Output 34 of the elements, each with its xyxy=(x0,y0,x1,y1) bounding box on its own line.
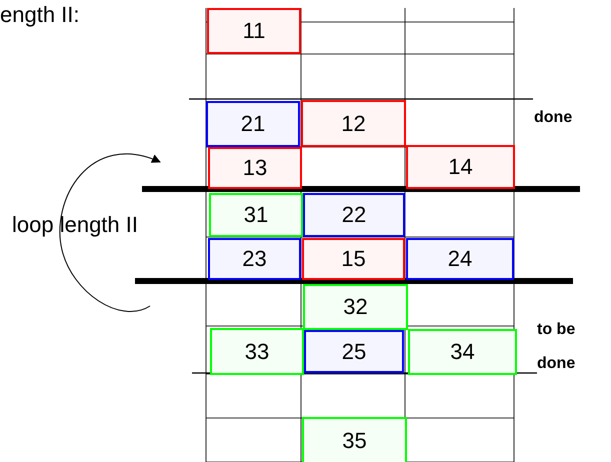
cell-number: 22 xyxy=(342,202,366,228)
number-cell xyxy=(406,145,515,189)
number-cell xyxy=(209,193,303,237)
cell-number: 33 xyxy=(244,338,270,364)
number-cell xyxy=(304,330,404,373)
cell-number: 35 xyxy=(342,428,367,454)
cell-number: 15 xyxy=(341,246,366,272)
number-cell xyxy=(302,417,407,462)
number-cell xyxy=(406,238,514,280)
number-cell xyxy=(207,8,301,54)
note-text: done xyxy=(534,108,574,128)
number-cell xyxy=(301,100,406,147)
note-text: loop length II xyxy=(12,212,139,238)
number-cell xyxy=(303,284,408,330)
number-cell xyxy=(208,147,302,189)
cell-number: 14 xyxy=(448,154,473,180)
cell-number: 24 xyxy=(448,246,472,272)
number-cell xyxy=(303,193,405,237)
cell-number: 13 xyxy=(242,155,268,181)
cell-number: 12 xyxy=(341,110,366,136)
number-cell xyxy=(210,328,304,375)
cell-number: 25 xyxy=(342,338,366,364)
number-cell xyxy=(408,329,517,375)
cell-number: 21 xyxy=(240,111,266,137)
number-cell xyxy=(208,238,301,280)
cell-number: 34 xyxy=(450,339,475,365)
note-text: ength II: xyxy=(0,2,81,28)
cell-number: 11 xyxy=(242,18,266,44)
cell-number: 32 xyxy=(343,294,368,320)
number-cell xyxy=(302,238,405,280)
number-cell xyxy=(206,101,300,147)
note-text: to be done xyxy=(537,320,576,374)
cell-number: 23 xyxy=(242,246,267,272)
cell-number: 31 xyxy=(244,202,268,228)
